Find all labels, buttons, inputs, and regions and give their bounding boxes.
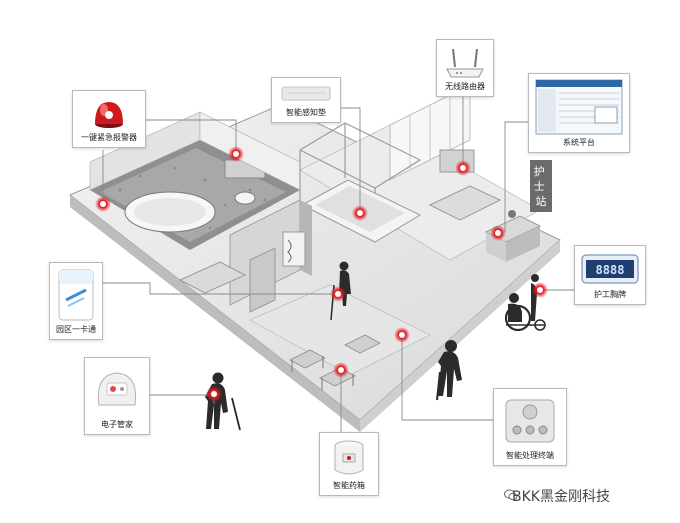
badge-device-icon: 8888 <box>581 254 639 284</box>
medicine-box-icon <box>326 438 372 479</box>
butler-marker <box>206 386 222 402</box>
elderly-figure-room <box>330 261 351 321</box>
callout-pad-label: 智能感知垫 <box>286 108 326 117</box>
callout-alarm-label: 一键紧急报警器 <box>81 133 137 142</box>
alarm-marker <box>228 146 244 162</box>
platform-screen-icon <box>535 79 623 136</box>
callout-platform: 系统平台 <box>528 73 630 153</box>
callout-router: 无线路由器 <box>436 39 494 97</box>
callout-badge-label: 护工胸牌 <box>594 290 626 299</box>
medbox-marker <box>333 362 349 378</box>
pad-marker <box>352 205 368 221</box>
apartment-model <box>69 84 561 432</box>
wheelchair-figure <box>504 274 546 332</box>
elderly-figure-left <box>205 372 241 431</box>
alarm-icon <box>79 96 139 131</box>
callout-terminal: 智能处理终端 <box>493 388 567 466</box>
callout-card: 园区一卡通 <box>49 262 103 340</box>
callout-badge: 8888 护工胸牌 <box>574 245 646 305</box>
callout-platform-label: 系统平台 <box>563 138 595 147</box>
badge-marker <box>532 282 548 298</box>
callout-terminal-label: 智能处理终端 <box>506 451 554 460</box>
wechat-icon <box>504 489 518 501</box>
terminal-device-icon <box>500 394 560 449</box>
platform-marker <box>490 225 506 241</box>
callout-medbox-label: 智能药箱 <box>333 481 365 490</box>
smart-card-icon <box>56 268 96 323</box>
badge-display-digits: 8888 <box>596 263 625 277</box>
terminal-marker <box>394 327 410 343</box>
router-marker <box>455 160 471 176</box>
callout-butler-label: 电子管家 <box>101 420 133 429</box>
callout-pad: 智能感知垫 <box>271 77 341 123</box>
elderly-figure-cane <box>436 340 462 401</box>
alarm-bathroom-marker <box>95 196 111 212</box>
callout-card-label: 园区一卡通 <box>56 325 96 334</box>
card-marker <box>330 286 346 302</box>
nurse-station-sign-text: 护 士 站 <box>534 164 549 208</box>
callout-router-label: 无线路由器 <box>445 82 485 91</box>
butler-device-icon <box>91 363 143 418</box>
sensor-pad-icon <box>278 83 334 104</box>
watermark-text: BKK黑金刚科技 <box>512 489 610 505</box>
router-icon <box>443 45 487 80</box>
callout-alarm: 一键紧急报警器 <box>72 90 146 148</box>
callout-medbox: 智能药箱 <box>319 432 379 496</box>
callout-butler: 电子管家 <box>84 357 150 435</box>
